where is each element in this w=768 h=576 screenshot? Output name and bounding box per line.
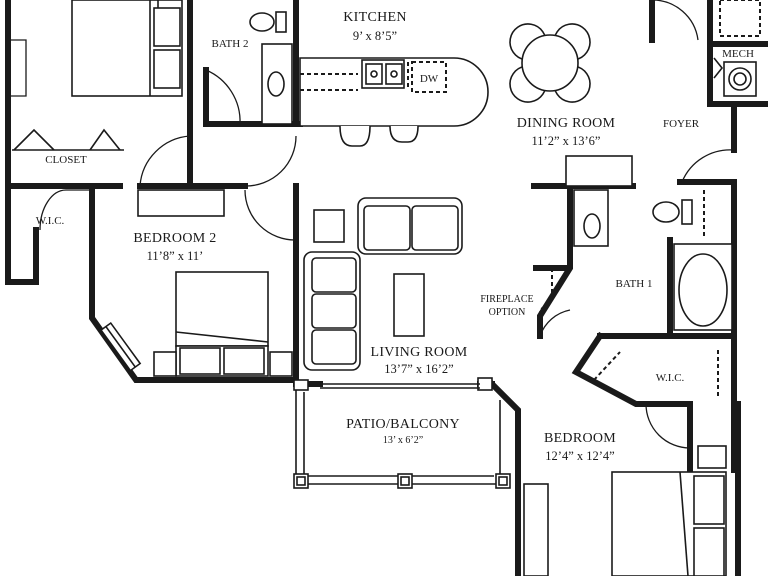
living-furniture xyxy=(303,155,633,371)
patio-dims: 13’ x 6’2” xyxy=(383,435,423,446)
room-labels: KITCHEN 9’ x 8’5” BATH 2 DW CLOSET W.I.C… xyxy=(36,10,754,463)
mech-label: MECH xyxy=(722,48,754,60)
kitchen-fixtures xyxy=(299,57,489,147)
wic-right-label: W.I.C. xyxy=(656,372,685,384)
bath-2-fixtures xyxy=(249,11,293,125)
dining-room-dims: 11’2” x 13’6” xyxy=(532,134,601,148)
kitchen-label: KITCHEN xyxy=(343,10,407,25)
mech-room xyxy=(713,0,761,97)
top-bed xyxy=(71,0,183,97)
closet-area xyxy=(12,128,124,151)
patio-label: PATIO/BALCONY xyxy=(346,417,460,432)
kitchen-dims: 9’ x 8’5” xyxy=(353,29,397,43)
bedroom-dims: 12’4” x 12’4” xyxy=(545,449,614,463)
bedroom-2-dims: 11’8” x 11’ xyxy=(147,249,204,263)
bedroom-label: BEDROOM xyxy=(544,431,616,446)
bath-1-fixtures xyxy=(573,189,733,331)
dining-table xyxy=(509,23,591,103)
living-room-label: LIVING ROOM xyxy=(370,345,467,360)
wic-right-detail xyxy=(593,350,719,398)
fireplace-option-line1: FIREPLACE xyxy=(480,294,533,305)
fireplace xyxy=(536,269,553,330)
closet-label: CLOSET xyxy=(45,154,87,166)
foyer-label: FOYER xyxy=(663,118,700,130)
door-swings xyxy=(8,0,735,449)
bedroom-2-furniture xyxy=(99,189,293,377)
dining-room-label: DINING ROOM xyxy=(517,116,616,131)
bath-1-label: BATH 1 xyxy=(616,278,653,290)
bath-2-label: BATH 2 xyxy=(212,38,249,50)
bedroom-furniture xyxy=(523,445,727,576)
dishwasher-label: DW xyxy=(420,73,439,85)
fireplace-option-line2: OPTION xyxy=(489,307,526,318)
wic-left-label: W.I.C. xyxy=(36,215,65,227)
bedroom-2-label: BEDROOM 2 xyxy=(133,231,216,246)
living-room-dims: 13’7” x 16’2” xyxy=(384,362,453,376)
patio xyxy=(293,377,511,489)
